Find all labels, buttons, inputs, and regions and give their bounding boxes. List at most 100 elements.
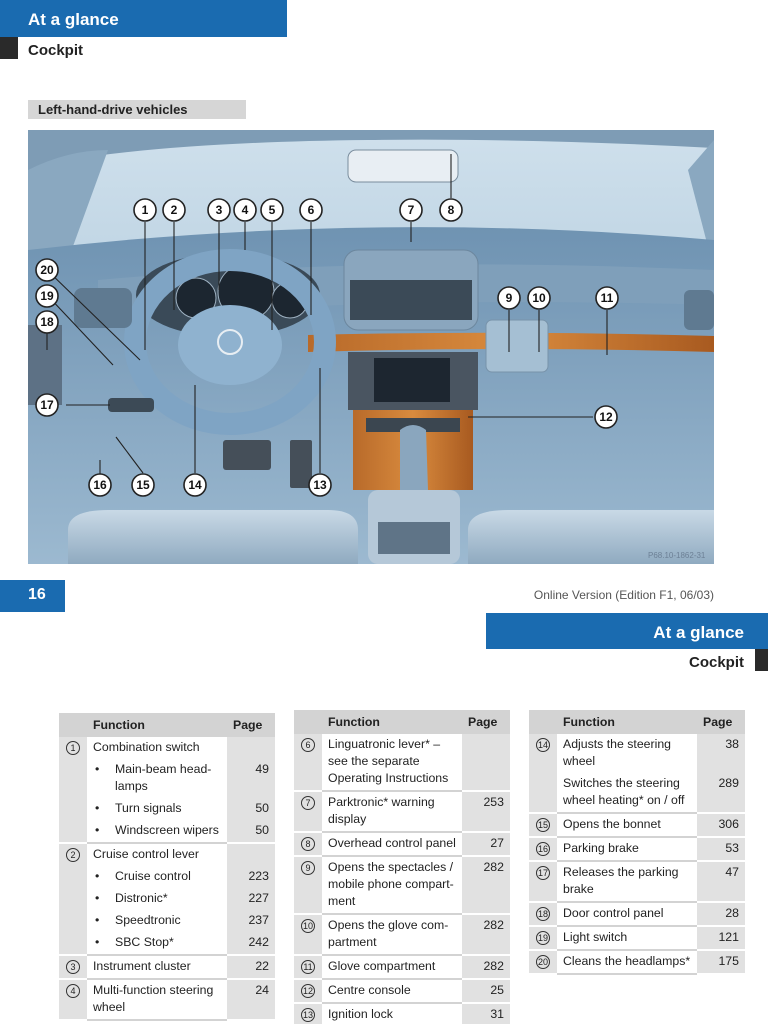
page-ref: 47 [697, 862, 745, 903]
page-ref: 282 [462, 956, 510, 980]
item-number: 16 [536, 842, 550, 856]
table-row: •SBC Stop* 242 [59, 932, 275, 956]
svg-text:18: 18 [40, 315, 54, 329]
function-text: Parktronic* warning display [322, 792, 462, 833]
item-number: 20 [536, 955, 550, 969]
function-text: Cleans the headlamps* [557, 951, 697, 975]
table-row: 3 Instrument cluster 22 [59, 956, 275, 980]
table-row: •Turn signals 50 [59, 798, 275, 820]
function-text: Opens the bonnet [557, 814, 697, 838]
page-ref: 289 [697, 773, 745, 814]
table-corner [294, 710, 322, 734]
page-ref: 38 [697, 734, 745, 773]
table-row: 14 Adjusts the steering wheel 38 [529, 734, 745, 773]
item-number: 15 [536, 818, 550, 832]
page-ref: 227 [227, 888, 275, 910]
section-marker-right [755, 649, 768, 671]
callout-3: 3 [207, 198, 231, 222]
page-ref: 242 [227, 932, 275, 956]
page-ref: 31 [462, 1004, 510, 1024]
item-number: 3 [66, 960, 80, 974]
callout-18: 18 [35, 310, 59, 334]
svg-text:3: 3 [216, 203, 223, 217]
page-ref [462, 734, 510, 792]
page-ref: 223 [227, 866, 275, 888]
callout-15: 15 [131, 473, 155, 497]
table-corner [529, 710, 557, 734]
callout-8: 8 [439, 198, 463, 222]
table-row: 20 Cleans the headlamps*175 [529, 951, 745, 975]
chapter-header: At a glance [0, 0, 287, 37]
callout-4: 4 [233, 198, 257, 222]
svg-text:16: 16 [93, 478, 107, 492]
page-ref: 121 [697, 927, 745, 951]
item-number: 8 [301, 837, 315, 851]
page-ref: 22 [227, 956, 275, 980]
page-ref: 49 [227, 759, 275, 798]
function-text: Distronic* [115, 891, 168, 905]
section-marker [0, 37, 18, 59]
item-number: 9 [301, 861, 315, 875]
item-number: 14 [536, 738, 550, 752]
page-ref: 306 [697, 814, 745, 838]
online-version-note: Online Version (Edition F1, 06/03) [533, 588, 714, 602]
chapter-header-right: At a glance [486, 613, 768, 649]
svg-text:5: 5 [269, 203, 276, 217]
page-ref: 53 [697, 838, 745, 862]
page-ref: 282 [462, 857, 510, 915]
bullet: • [95, 913, 100, 927]
page-ref: 175 [697, 951, 745, 975]
subheading: Left-hand-drive vehicles [28, 100, 246, 119]
bullet: • [95, 823, 100, 837]
page-ref [227, 737, 275, 759]
function-text: Opens the spectacles / mobile phone comp… [322, 857, 462, 915]
callout-9: 9 [497, 286, 521, 310]
function-text: Opens the glove com-partment [322, 915, 462, 956]
bullet: • [95, 869, 100, 883]
col-header-function: Function [322, 710, 462, 734]
table-row: •Main-beam head-lamps 49 [59, 759, 275, 798]
function-text: Glove compartment [322, 956, 462, 980]
function-text: Cruise control lever [93, 847, 199, 861]
callout-7: 7 [399, 198, 423, 222]
item-number: 17 [536, 866, 550, 880]
function-text: Ignition lock [322, 1004, 462, 1024]
page-ref: 237 [227, 910, 275, 932]
bullet: • [95, 935, 100, 949]
col-header-page: Page [227, 713, 275, 737]
function-text: Adjusts the steering wheel [563, 737, 672, 768]
table-row: 1 Combination switch [59, 737, 275, 759]
cockpit-illustration: 1 2 3 4 5 6 7 8 9 10 11 12 13 14 15 16 1… [28, 130, 714, 564]
callout-20: 20 [35, 258, 59, 282]
bullet: • [95, 801, 100, 815]
function-text: Main-beam head-lamps [115, 762, 212, 793]
function-text: Parking brake [557, 838, 697, 862]
table-row: •Windscreen wipers 50 [59, 820, 275, 844]
callout-11: 11 [595, 286, 619, 310]
page-ref: 282 [462, 915, 510, 956]
callout-10: 10 [527, 286, 551, 310]
callout-6: 6 [299, 198, 323, 222]
function-text: Windscreen wipers [115, 823, 219, 837]
svg-text:11: 11 [601, 291, 614, 305]
page-ref: 27 [462, 833, 510, 857]
page-number: 16 [0, 580, 65, 612]
item-number: 4 [66, 984, 80, 998]
svg-text:9: 9 [506, 291, 513, 305]
function-text: Light switch [557, 927, 697, 951]
page-ref: 28 [697, 903, 745, 927]
table-row: 2 Cruise control lever [59, 844, 275, 866]
page-ref: 253 [462, 792, 510, 833]
table-row: Switches the steering wheel heating* on … [529, 773, 745, 814]
svg-text:1: 1 [142, 203, 149, 217]
table-row: 9 Opens the spectacles / mobile phone com… [294, 857, 510, 915]
page-ref: 25 [462, 980, 510, 1004]
